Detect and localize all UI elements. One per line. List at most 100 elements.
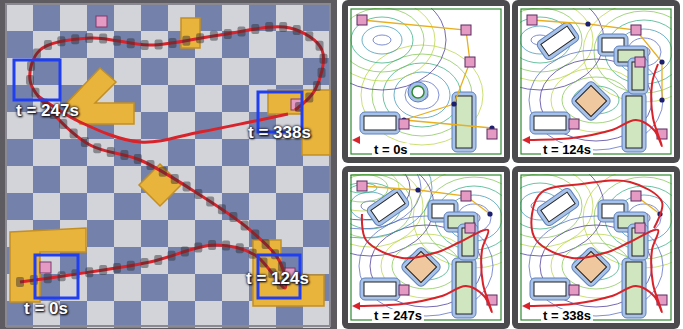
floor-tile: [195, 112, 222, 139]
obstacle-halo: [570, 80, 612, 122]
floor-tile: [60, 193, 87, 220]
robot-ghost: [171, 174, 179, 184]
robot-ghost: [168, 251, 176, 261]
map-boundary: [521, 175, 671, 320]
yellow-block: [139, 164, 181, 206]
floor-tile: [6, 139, 33, 166]
floor-tile: [6, 193, 33, 220]
target-marker: [631, 25, 641, 35]
graph-node: [659, 59, 664, 64]
floor-tile: [222, 139, 249, 166]
robot-ghost: [31, 88, 39, 98]
robot-ghost: [222, 241, 230, 251]
obstacle-halo: [628, 58, 648, 94]
target-marker: [399, 285, 409, 295]
floor-tile: [303, 193, 330, 220]
contour-line: [350, 8, 424, 72]
robot-ghost: [251, 24, 259, 34]
time-label: t = 338s: [541, 309, 593, 323]
robot-ghost: [224, 29, 232, 39]
obstacle-halo: [365, 187, 410, 228]
robot-ghost: [320, 54, 328, 64]
time-label: t = 0s: [372, 143, 410, 157]
time-label: t = 124s: [541, 143, 593, 157]
contour-line: [373, 35, 391, 45]
robot-ghost: [146, 160, 154, 170]
panel-frame: [342, 166, 510, 329]
floor-tile: [195, 301, 222, 328]
floor-tile: [276, 193, 303, 220]
graph-node: [659, 97, 664, 102]
robot-ghost: [27, 61, 35, 71]
floor-tile: [249, 193, 276, 220]
target-marker: [569, 119, 579, 129]
obstacle-halo: [530, 278, 570, 300]
floor-tile: [141, 274, 168, 301]
target-marker: [635, 57, 645, 67]
floor-tile: [141, 85, 168, 112]
obstacle: [530, 278, 570, 300]
contour-line: [350, 174, 421, 229]
highlight-box: [14, 60, 60, 100]
robot-ghost: [141, 40, 149, 50]
obstacle-halo: [535, 21, 580, 62]
robot-ghost: [262, 239, 270, 249]
target-marker: [527, 15, 537, 25]
floor-tile: [114, 220, 141, 247]
robot-ghost: [305, 93, 313, 103]
robot-ghost: [182, 36, 190, 46]
photo-ground: [0, 0, 337, 329]
floor-tile: [168, 85, 195, 112]
floor-tile: [141, 4, 168, 31]
robot-ghost: [57, 36, 65, 46]
graph-edge: [362, 186, 490, 214]
map-panel: [292, 138, 535, 329]
floor-tile: [141, 301, 168, 328]
arena-edge: [6, 4, 330, 326]
floor-tile: [87, 193, 114, 220]
robot-ghost: [127, 38, 135, 48]
target-marker: [569, 285, 579, 295]
obstacle: [360, 278, 400, 300]
target-marker: [461, 191, 471, 201]
obstacle-core: [412, 86, 424, 98]
obstacle-halo: [360, 278, 400, 300]
floor-tile: [276, 166, 303, 193]
floor-tile: [141, 247, 168, 274]
obstacle-core: [541, 192, 575, 222]
floor-tile: [249, 31, 276, 58]
floor-tile: [60, 58, 87, 85]
graph-node: [415, 187, 420, 192]
trajectory: [20, 27, 324, 288]
map-boundary: [351, 175, 501, 320]
robot-ghost: [81, 137, 89, 147]
robot-ghost: [169, 38, 177, 48]
floor-tile: [249, 58, 276, 85]
floor-tile: [222, 85, 249, 112]
floor-tile: [141, 58, 168, 85]
floor-tile: [33, 139, 60, 166]
robot-ghost: [70, 129, 78, 139]
contours: [520, 174, 672, 316]
floor-tile: [87, 4, 114, 31]
target-marker: [461, 25, 471, 35]
contour-line: [594, 11, 672, 93]
robot-ghost: [293, 25, 301, 35]
obstacle-core: [364, 282, 396, 296]
time-label: t = 124s: [246, 270, 309, 289]
obstacle: [365, 187, 410, 228]
robot-ghost: [236, 243, 244, 253]
floor-tile: [114, 4, 141, 31]
robot-ghost: [33, 48, 41, 58]
floor-tile: [87, 139, 114, 166]
map-panel: [476, 156, 683, 329]
robot-ghost: [93, 143, 101, 153]
robot-ghost: [259, 257, 267, 267]
graph-edge: [532, 20, 662, 100]
panel-ground: [518, 6, 674, 157]
target-marker: [635, 223, 645, 233]
obstacle: [535, 21, 580, 62]
target-marker: [357, 15, 367, 25]
contour-line: [392, 243, 460, 289]
